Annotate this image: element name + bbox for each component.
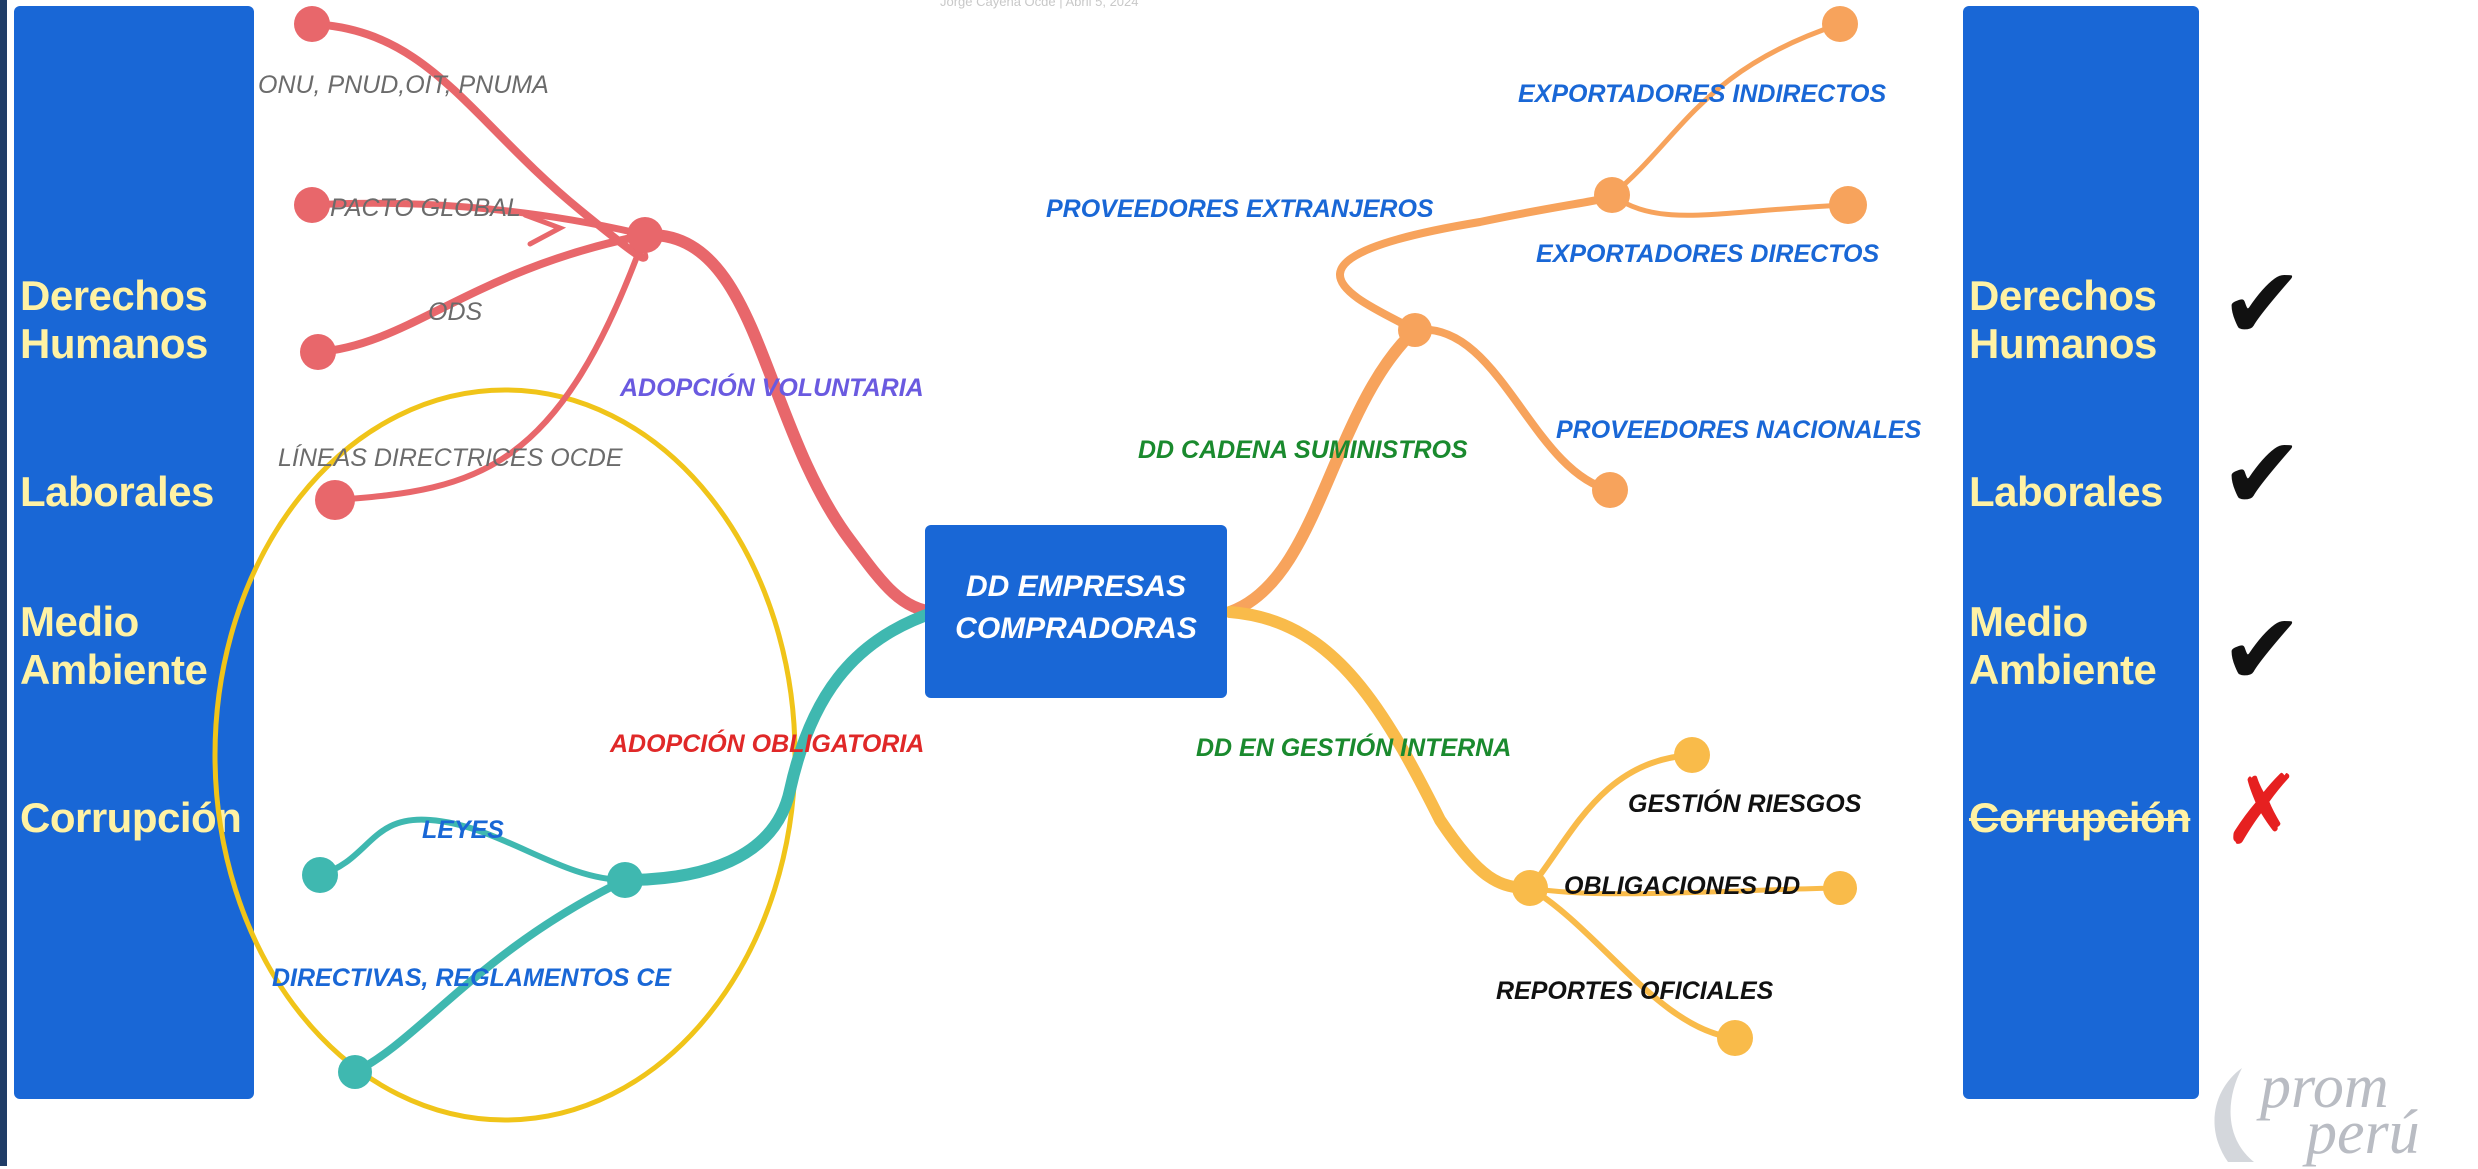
label-exportadores-indirectos: EXPORTADORES INDIRECTOS [1518,80,1886,108]
yellow-branch [1224,606,1843,1041]
teal-branch [317,606,941,1076]
left-item-derechos-humanos: Derechos Humanos [20,272,208,367]
label-proveedores-extranjeros: PROVEEDORES EXTRANJEROS [1046,195,1434,223]
left-item-medio-ambiente: Medio Ambiente [20,598,208,693]
label-exportadores-directos: EXPORTADORES DIRECTOS [1536,240,1879,268]
right-labels: EXPORTADORES INDIRECTOS PROVEEDORES EXTR… [1046,80,1922,1005]
label-obligaciones-dd: OBLIGACIONES DD [1564,872,1800,900]
orange-branch-nodes [1398,6,1867,508]
label-adopcion-obligatoria: ADOPCIÓN OBLIGATORIA [609,729,924,758]
cross-mark-corrupcion-icon: ✗ [2222,754,2303,866]
center-node-line1: DD EMPRESAS [966,570,1186,603]
logo-swoosh-icon [2214,1068,2254,1162]
red-branch-nodes [294,6,663,520]
logo-peru-text: perú [2306,1099,2420,1167]
label-leyes: LEYES [422,816,504,844]
center-node [925,525,1227,698]
left-topics-panel: Derechos Humanos Laborales Medio Ambient… [14,6,254,1099]
label-adopcion-voluntaria: ADOPCIÓN VOLUNTARIA [619,373,924,402]
check-mark-derechos-icon: ✔ [2220,245,2304,362]
label-reportes-oficiales: REPORTES OFICIALES [1496,977,1774,1005]
label-gestion-riesgos: GESTIÓN RIESGOS [1628,789,1862,818]
label-pacto-global: PACTO GLOBAL [330,194,521,222]
check-mark-laborales-icon: ✔ [2220,415,2304,532]
author-credit: Jorge Cayena Ocde | Abril 5, 2024 [940,0,1139,9]
teal-branch-nodes [302,857,643,1089]
right-topics-panel: Derechos Humanos Laborales Medio Ambient… [1963,6,2199,1099]
right-item-laborales: Laborales [1969,468,2163,515]
check-mark-medio-ambiente-icon: ✔ [2220,591,2304,708]
right-item-derechos-humanos: Derechos Humanos [1969,272,2157,367]
label-lineas-directrices: LÍNEAS DIRECTRICES OCDE [278,443,623,472]
logo-prom-text: prom [2260,1053,2389,1121]
left-item-laborales: Laborales [20,468,214,515]
right-item-corrupcion-struck: Corrupción [1969,794,2191,841]
label-dd-gestion-interna: DD EN GESTIÓN INTERNA [1196,733,1511,762]
right-item-medio-ambiente: Medio Ambiente [1969,598,2157,693]
left-item-corrupcion: Corrupción [20,794,242,841]
red-branch [308,20,941,618]
label-directivas: DIRECTIVAS, REGLAMENTOS CE [272,964,672,992]
label-proveedores-nacionales: PROVEEDORES NACIONALES [1556,416,1922,444]
label-onu: ONU, PNUD,OIT, PNUMA [258,71,549,99]
label-ods: ODS [428,298,483,326]
left-labels: ONU, PNUD,OIT, PNUMA PACTO GLOBAL ODS LÍ… [258,71,924,992]
promperu-logo: prom perú [2180,1053,2478,1167]
orange-branch [1224,21,1851,618]
yellow-branch-nodes [1512,737,1857,1056]
left-edge-strip [0,0,7,1166]
center-node-line2: COMPRADORAS [955,612,1197,645]
label-dd-cadena-suministros: DD CADENA SUMINISTROS [1138,436,1468,464]
